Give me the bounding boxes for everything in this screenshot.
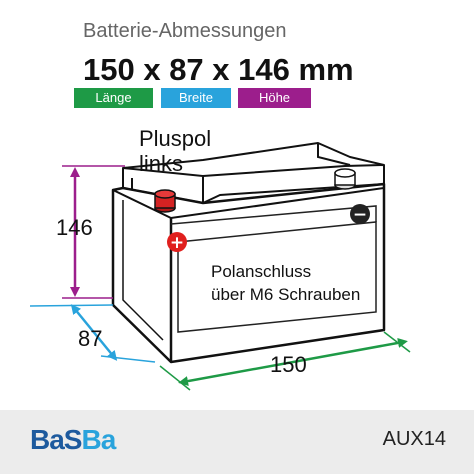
pluspol-label: Pluspol	[139, 126, 212, 151]
connection-label-line1: Polanschluss	[211, 262, 312, 281]
length-value-label: 150	[270, 352, 307, 377]
length-dimension	[159, 331, 411, 391]
svg-text:−: −	[353, 205, 367, 225]
connection-label-line2: über M6 Schrauben	[211, 285, 361, 304]
badge-laenge: Länge	[74, 88, 153, 108]
battery-diagram: + −	[29, 142, 411, 391]
battery-lid	[122, 142, 385, 204]
minus-marker: −	[350, 204, 370, 225]
positive-terminal	[154, 189, 176, 213]
negative-terminal	[334, 168, 356, 190]
footer-bar: BaSBa AUX14	[0, 410, 474, 474]
height-dimension	[62, 165, 125, 299]
width-value-label: 87	[78, 326, 103, 351]
badge-hoehe: Höhe	[238, 88, 311, 108]
width-dimension	[29, 304, 156, 363]
plus-marker: +	[167, 232, 187, 253]
pluspol-side-label: links	[139, 151, 184, 176]
dimensions-value: 150 x 87 x 146 mm	[83, 52, 354, 87]
badge-breite: Breite	[161, 88, 231, 108]
battery-body	[111, 182, 386, 364]
model-number: AUX14	[382, 428, 446, 450]
header-title: Batterie-Abmessungen	[83, 20, 287, 42]
height-value-label: 146	[56, 215, 93, 240]
brand-logo: BaSBa	[30, 424, 116, 455]
svg-text:+: +	[170, 233, 184, 253]
